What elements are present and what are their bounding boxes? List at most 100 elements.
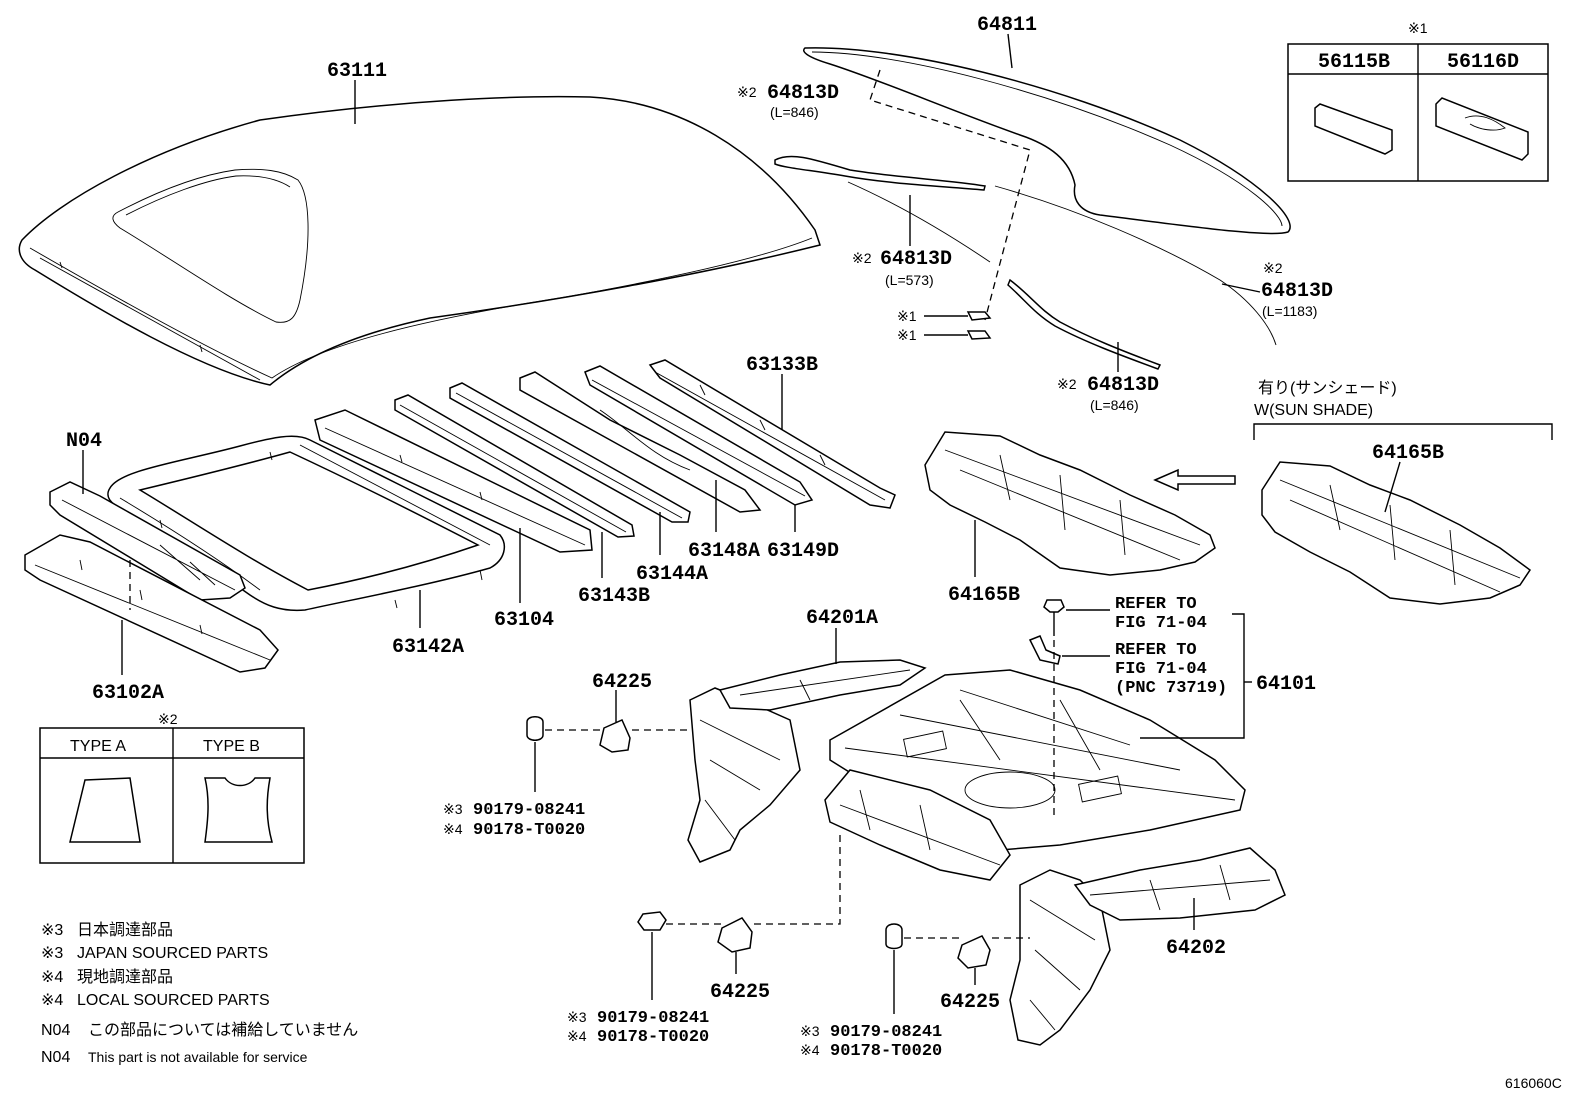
- mark-fast-a-3: ※3: [443, 801, 463, 817]
- inset-type-table: ※2 TYPE A TYPE B: [39, 711, 305, 864]
- type-b-shape: [204, 777, 273, 843]
- emblem-56115b: [1314, 103, 1393, 155]
- mark-64813d-d: ※2: [1057, 376, 1077, 392]
- fastener-a-3: 90179-08241: [473, 801, 585, 820]
- callout-64813d-a: 64813D: [767, 82, 839, 105]
- inset-emblem-table: ※1 56115B 56116D: [1287, 20, 1549, 182]
- back-window-glass: [803, 47, 1291, 235]
- leader-64165b-right: [1384, 461, 1401, 513]
- inset-col-56116d: 56116D: [1447, 51, 1519, 74]
- roof-panel: [18, 95, 821, 386]
- fastener-b-3: 90179-08241: [597, 1009, 709, 1028]
- callout-64202: 64202: [1166, 937, 1226, 960]
- inset-type-b: TYPE B: [203, 738, 260, 755]
- length-64813d-c: (L=1183): [1262, 303, 1317, 319]
- callout-N04: N04: [66, 430, 102, 453]
- refer-2-line1: REFER TO: [1115, 641, 1197, 660]
- callout-63111: 63111: [327, 60, 387, 83]
- callout-63142a: 63142A: [392, 636, 464, 659]
- dashed-glass-ref: [869, 69, 1031, 321]
- rear-member-64202: [1073, 847, 1286, 921]
- callout-63143b: 63143B: [578, 585, 650, 608]
- fastener-b-4: 90178-T0020: [597, 1028, 709, 1047]
- note-2: JAPAN SOURCED PARTS: [77, 945, 268, 962]
- note-1: 日本調達部品: [77, 921, 173, 939]
- note-4-mark: ※4: [41, 992, 63, 1009]
- callout-64201a: 64201A: [806, 607, 878, 630]
- note-5-mark: N04: [41, 1022, 70, 1039]
- note-6-mark: N04: [41, 1049, 70, 1066]
- refer-1-line2: FIG 71-04: [1115, 614, 1207, 633]
- leader-64811: [1007, 33, 1013, 69]
- rear-pillar-right: [1009, 869, 1111, 1046]
- callout-63104: 63104: [494, 609, 554, 632]
- inset-emblem-mark: ※1: [1408, 20, 1428, 36]
- fastener-c-3: 90179-08241: [830, 1023, 942, 1042]
- mark-clip-1: ※1: [897, 308, 917, 324]
- callout-64225-b: 64225: [710, 981, 770, 1004]
- note-6: This part is not available for service: [88, 1049, 308, 1065]
- inset-type-a: TYPE A: [70, 738, 126, 755]
- mark-fast-a-4: ※4: [443, 821, 463, 837]
- bolt: [1043, 599, 1065, 613]
- mark-clip-2: ※1: [897, 327, 917, 343]
- mark-64813d-b: ※2: [852, 250, 872, 266]
- callout-64165b-right: 64165B: [1372, 442, 1444, 465]
- note-3: 現地調達部品: [77, 968, 173, 986]
- length-64813d-d: (L=846): [1090, 397, 1139, 413]
- callout-64813d-b: 64813D: [880, 248, 952, 271]
- callout-63102a: 63102A: [92, 682, 164, 705]
- sunshade-bracket: [1253, 423, 1553, 440]
- length-64813d-b: (L=573): [885, 272, 934, 288]
- hinge-group-b: [637, 830, 841, 1000]
- sunshade-en: W(SUN SHADE): [1254, 402, 1373, 419]
- refer-2-line2: FIG 71-04: [1115, 660, 1207, 679]
- silencer-pad-left: [924, 431, 1216, 576]
- callout-64811: 64811: [977, 14, 1037, 37]
- clip-2: [966, 330, 992, 340]
- callout-63149d: 63149D: [767, 540, 839, 563]
- mark-64813d-c: ※2: [1263, 260, 1283, 276]
- molding-upper: [774, 155, 986, 191]
- callout-63144a: 63144A: [636, 563, 708, 586]
- sunshade-jp: 有り(サンシェード): [1258, 379, 1397, 397]
- figure-id: 616060C: [1505, 1075, 1562, 1091]
- mark-64813d-a: ※2: [737, 84, 757, 100]
- roof-bows: [314, 359, 896, 553]
- mark-fast-b-4: ※4: [567, 1028, 587, 1044]
- inset-type-mark: ※2: [158, 711, 178, 727]
- note-2-mark: ※3: [41, 945, 63, 962]
- fastener-c-4: 90178-T0020: [830, 1042, 942, 1061]
- molding-lower: [1007, 278, 1162, 370]
- front-header-parts: [24, 481, 279, 673]
- mark-fast-c-4: ※4: [800, 1042, 820, 1058]
- mark-fast-c-3: ※3: [800, 1023, 820, 1039]
- clip-1: [966, 311, 992, 321]
- parcel-shelf-64201a: [718, 659, 927, 711]
- type-a-shape: [69, 777, 141, 843]
- molding-mid: [847, 181, 991, 263]
- length-64813d-a: (L=846): [770, 104, 819, 120]
- hinge-group-a: [526, 690, 690, 792]
- rear-upper-panel: [824, 769, 1011, 881]
- callout-64165b-left: 64165B: [948, 584, 1020, 607]
- bracket: [1028, 635, 1061, 665]
- inset-col-56115b: 56115B: [1318, 51, 1390, 74]
- refer-1-line1: REFER TO: [1115, 595, 1197, 614]
- fastener-a-4: 90178-T0020: [473, 821, 585, 840]
- callout-64225-a: 64225: [592, 671, 652, 694]
- arrow-sunshade: [1153, 468, 1236, 492]
- callout-64101: 64101: [1256, 673, 1316, 696]
- silencer-pad-right: [1261, 461, 1532, 605]
- bracket-64101: [1140, 613, 1245, 739]
- hinge-group-c: [885, 923, 1030, 1014]
- callout-63133b: 63133B: [746, 354, 818, 377]
- mark-fast-b-3: ※3: [567, 1009, 587, 1025]
- rear-pillar-left: [687, 687, 801, 863]
- refer-2-line3: (PNC 73719): [1115, 679, 1227, 698]
- notes: ※3 日本調達部品 ※3 JAPAN SOURCED PARTS ※4 現地調達…: [41, 921, 358, 1066]
- callout-63148a: 63148A: [688, 540, 760, 563]
- leader-64813d-c: [1221, 283, 1261, 293]
- callout-64813d-c: 64813D: [1261, 280, 1333, 303]
